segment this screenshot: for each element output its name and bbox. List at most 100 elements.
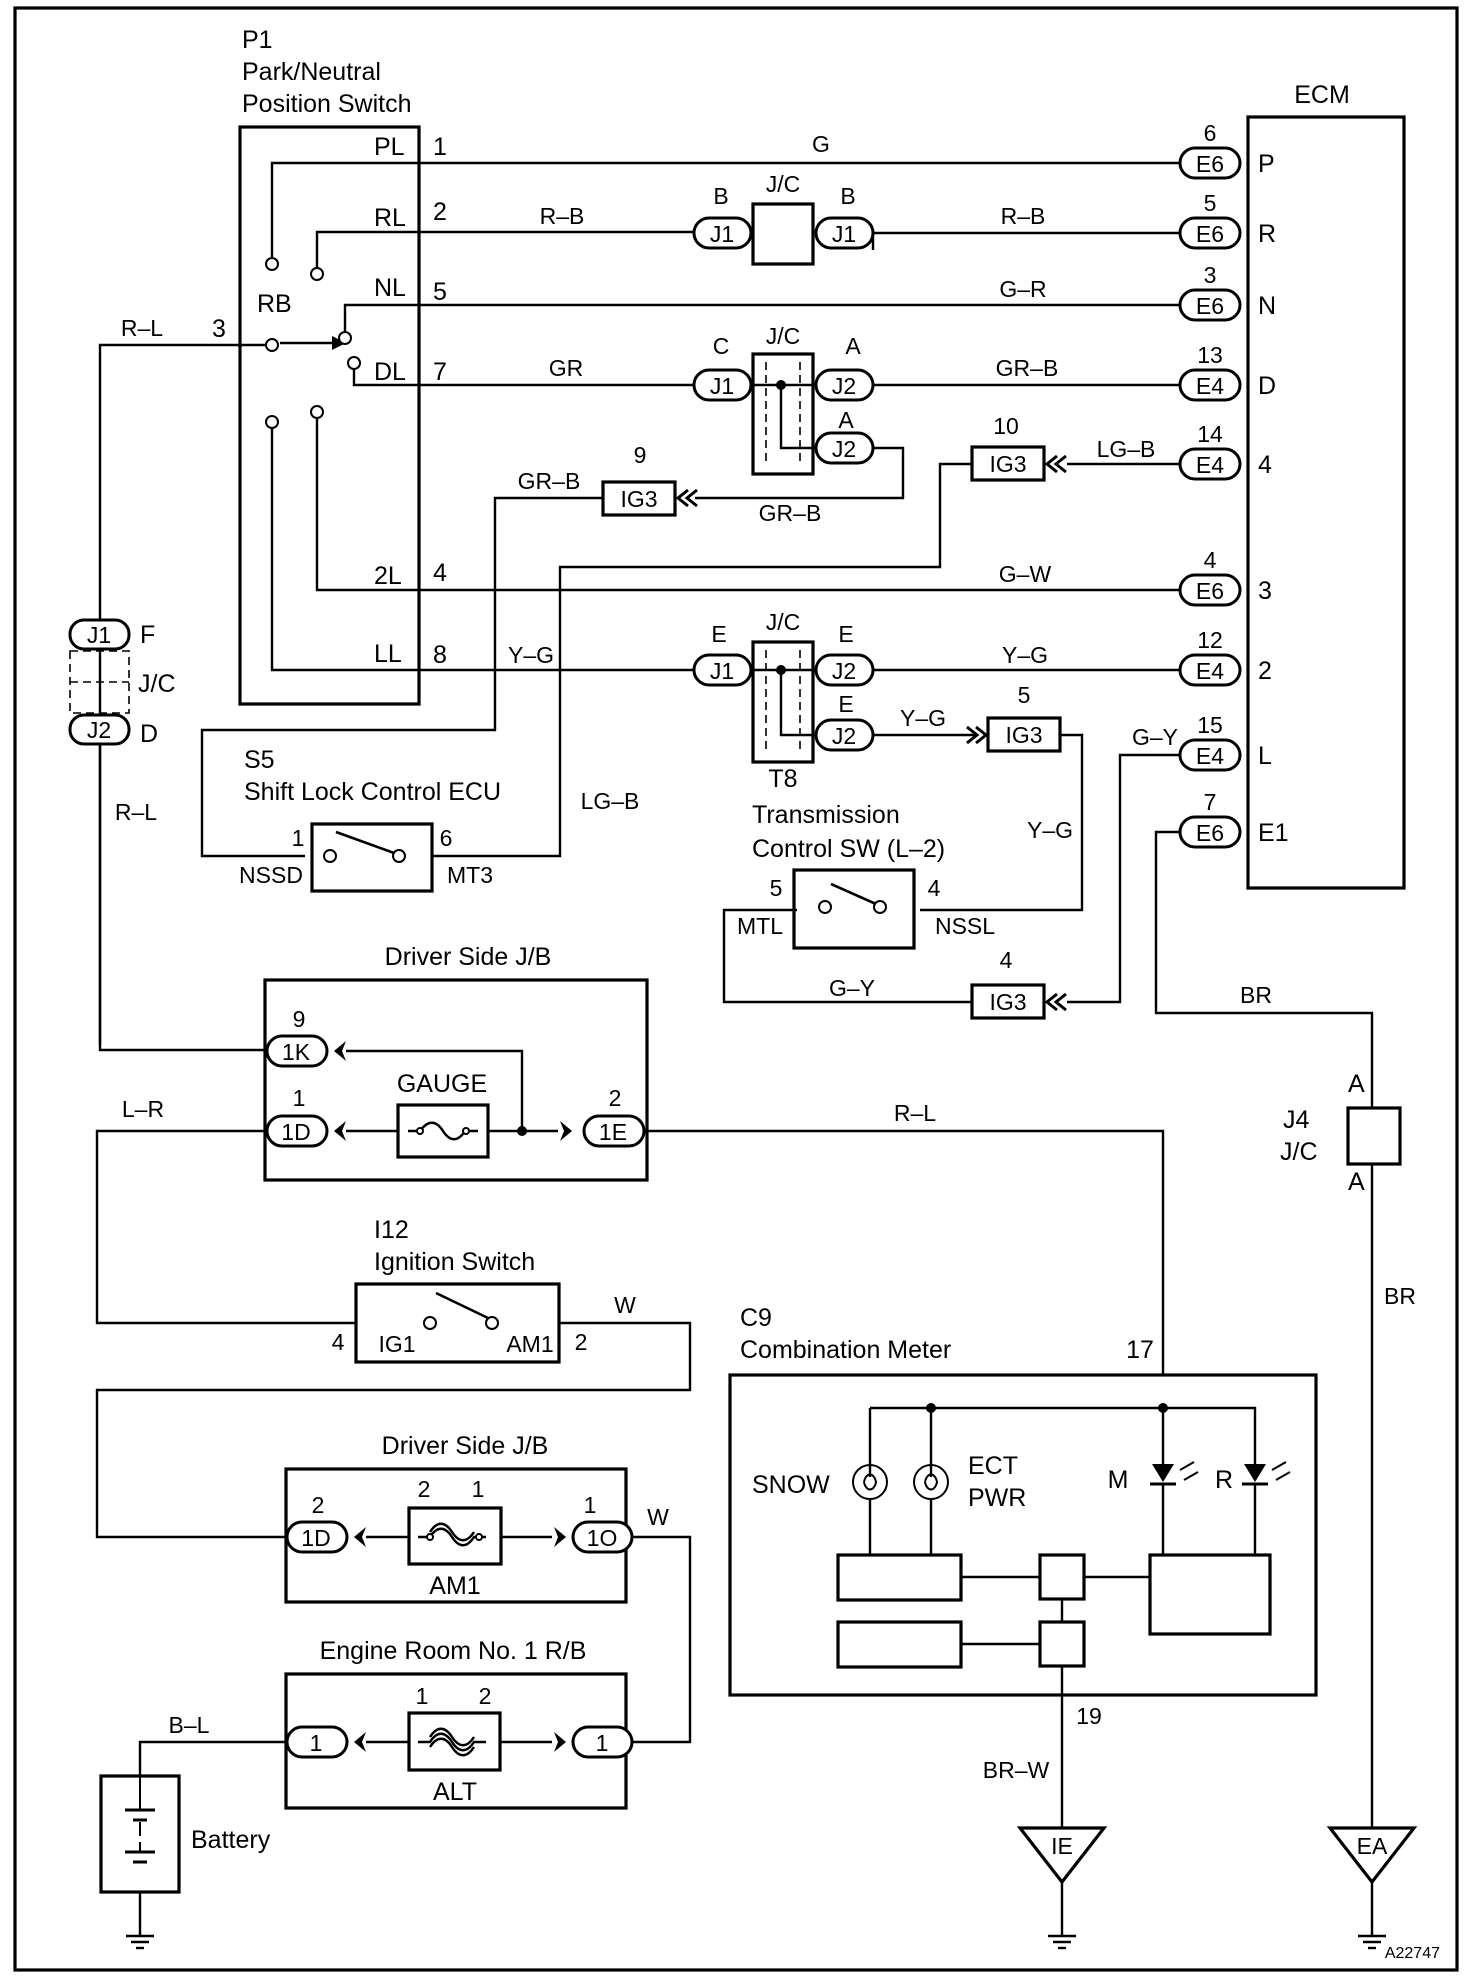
s5-ref: S5 — [244, 746, 275, 774]
jb2-fuse-pin-1: 1 — [472, 1476, 485, 1502]
rb-fuse-pin-2: 2 — [479, 1683, 492, 1709]
p1-name-line2: Position Switch — [242, 90, 412, 118]
t8-name-line2: Control SW (L–2) — [752, 835, 945, 863]
wire-ll: Y–G — [508, 642, 554, 668]
i12-pin-left: IG1 — [378, 1331, 415, 1357]
ecm-connector-label: E6 — [1196, 293, 1224, 319]
meter-logic-1 — [1038, 1553, 1086, 1601]
p1-term-nl: NL — [374, 274, 406, 302]
ect-label-line2: PWR — [968, 1484, 1026, 1512]
ignition-switch: I12 Ignition Switch IG1 AM1 4 2 — [332, 1216, 588, 1364]
jc2-right2-label: A — [838, 407, 854, 433]
wire-jb2-w: W — [647, 1504, 669, 1530]
wire-ig3-9-left: GR–B — [518, 468, 581, 494]
ig3-4-num: 4 — [1000, 947, 1013, 973]
wire-rb-in: R–L — [121, 315, 163, 341]
wire-t8-up: Y–G — [1027, 817, 1073, 843]
i12-pin-2: 2 — [575, 1329, 588, 1355]
p1-term-rb: RB — [257, 290, 292, 318]
ground-ie-icon — [1046, 1918, 1078, 1950]
svg-text:J2: J2 — [832, 658, 856, 684]
i12-pin-right: AM1 — [506, 1331, 553, 1357]
ecm-connector — [1178, 146, 1242, 180]
ig3-connector-9: IG3 9 — [601, 442, 699, 517]
m-led-label: M — [1108, 1466, 1129, 1494]
r-led-label: R — [1215, 1466, 1233, 1494]
svg-text:J1: J1 — [87, 622, 111, 648]
c9-pin-19: 19 — [1076, 1703, 1102, 1729]
jb2-fuse-pin-2: 2 — [418, 1476, 431, 1502]
ig3-connector-5: IG3 5 — [965, 682, 1062, 753]
jc2-label: J/C — [766, 323, 801, 349]
wire-jb1-left: L–R — [122, 1096, 164, 1122]
ecm-connector — [1178, 738, 1242, 772]
wire-jb1-right: R–L — [894, 1100, 936, 1126]
ground-ie-triangle-icon — [1016, 1826, 1108, 1885]
p1-box — [238, 125, 421, 706]
jc3-label: J/C — [766, 609, 801, 635]
driver-side-jb-1: Driver Side J/B 9 1K 1 1D GAUGE 2 1E — [263, 943, 649, 1182]
jc1-j1-left — [692, 216, 753, 250]
m-led-icon — [1152, 1464, 1174, 1482]
svg-text:1D: 1D — [301, 1525, 330, 1551]
jb1-pin-2: 2 — [609, 1085, 622, 1111]
ecm-pin-number: 13 — [1197, 342, 1223, 368]
driver-side-jb-2: Driver Side J/B 2 1D 2 1 AM1 1 1O — [284, 1432, 634, 1604]
p1-pin-8: 8 — [433, 641, 447, 669]
ground-ea-icon — [1356, 1918, 1388, 1950]
ecm-pin-name: 3 — [1258, 577, 1272, 605]
svg-text:IG3: IG3 — [989, 451, 1026, 477]
alt-label: ALT — [433, 1778, 477, 1806]
meter-logic-2 — [1038, 1620, 1086, 1668]
p1-term-2l: 2L — [374, 562, 402, 590]
p1-ref: P1 — [242, 26, 273, 54]
wire-nl: G–R — [999, 276, 1046, 302]
wire-batt: B–L — [169, 1712, 210, 1738]
jc1-label: J/C — [766, 171, 801, 197]
svg-text:J2: J2 — [832, 723, 856, 749]
battery-label: Battery — [191, 1826, 271, 1854]
ecm-connector-label: E6 — [1196, 151, 1224, 177]
svg-text:J2: J2 — [87, 717, 111, 743]
jc3-left-label: E — [711, 621, 726, 647]
ecm-connector-label: E6 — [1196, 221, 1224, 247]
gauge-label: GAUGE — [397, 1070, 487, 1098]
p1-pin-7: 7 — [433, 358, 447, 386]
p1-term-dl: DL — [374, 358, 406, 386]
jb2-title: Driver Side J/B — [382, 1432, 549, 1460]
svg-text:1E: 1E — [599, 1119, 627, 1145]
t8-pin-right: NSSL — [935, 913, 995, 939]
ecm-connector — [1178, 368, 1242, 402]
j4-bottom-label: A — [1348, 1168, 1365, 1196]
p1-pin-2: 2 — [433, 198, 447, 226]
wire-ig3-14: LG–B — [1097, 436, 1156, 462]
combination-meter: C9 Combination Meter 17 SNOW ECT PWR M R — [728, 1304, 1318, 1828]
svg-text:J1: J1 — [710, 373, 734, 399]
jc1-left-label: B — [713, 183, 728, 209]
battery-ground-icon — [124, 1918, 156, 1950]
wire-dl: GR — [549, 355, 584, 381]
ecm-connector — [1178, 653, 1242, 687]
rb-fuse-pin-1: 1 — [416, 1683, 429, 1709]
p1-term-pl: PL — [374, 133, 405, 161]
rb-title: Engine Room No. 1 R/B — [320, 1637, 587, 1665]
c9-ref: C9 — [740, 1304, 772, 1332]
wire-meter-gnd: BR–W — [983, 1757, 1050, 1783]
s5-pin-left: NSSD — [239, 862, 303, 888]
wire-ll-ecm: Y–G — [1002, 642, 1048, 668]
j4-type: J/C — [1280, 1138, 1318, 1166]
junction-connector-3: J/C E E E J1 J2 J2 T8 — [692, 609, 875, 793]
jc3-right1-label: E — [838, 621, 853, 647]
svg-text:1K: 1K — [282, 1039, 311, 1065]
ig3-connector-4: IG3 4 — [970, 947, 1068, 1020]
wire-rl: R–B — [540, 203, 585, 229]
meter-block-1 — [836, 1553, 963, 1602]
t8-pin-4: 4 — [928, 875, 941, 901]
j4-ref: J4 — [1283, 1106, 1310, 1134]
i12-name: Ignition Switch — [374, 1248, 535, 1276]
